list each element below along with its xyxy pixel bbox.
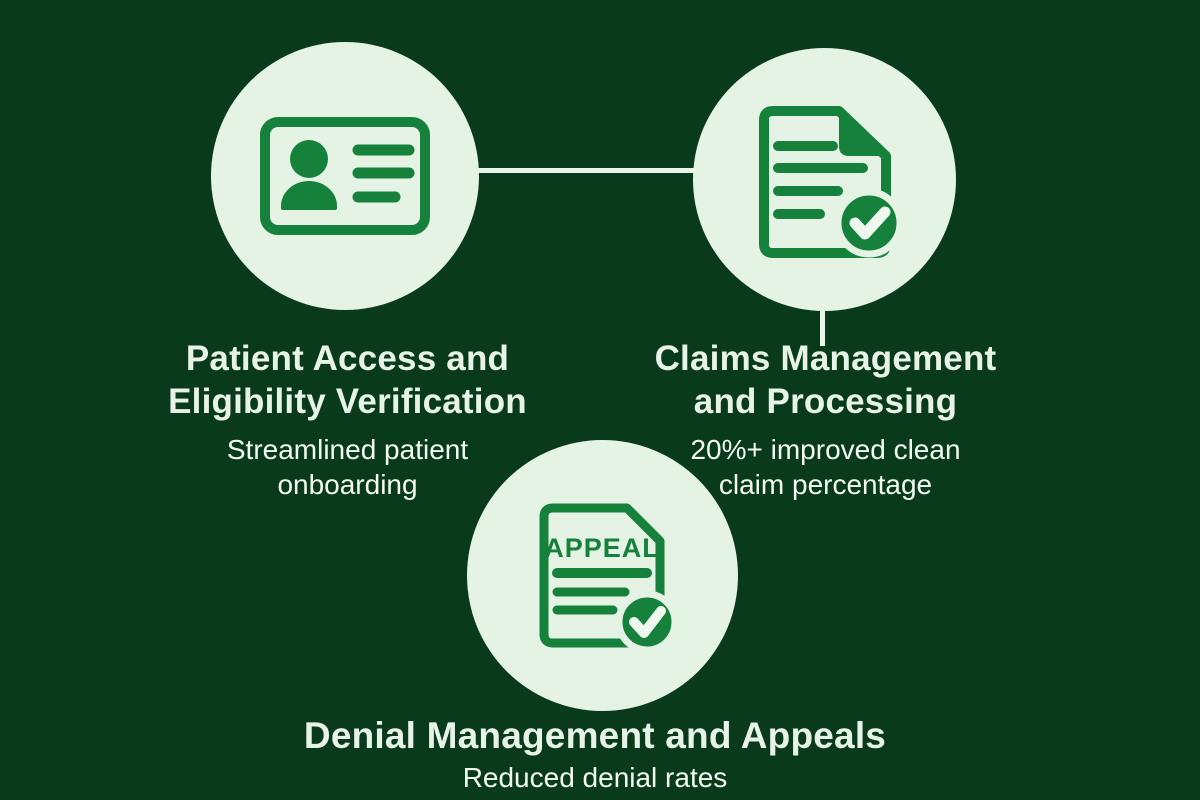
title-line: and Processing [693, 382, 958, 421]
node-text-claims-management: Claims Management and Processing 20%+ im… [618, 337, 1033, 502]
id-card-icon [260, 117, 430, 235]
appeal-label: APPEAL [544, 533, 660, 563]
node-circle-denial-management: APPEAL [467, 440, 738, 711]
document-check-icon [758, 105, 903, 258]
appeal-document-icon: APPEAL [539, 503, 679, 653]
title-line: Denial Management and Appeals [303, 715, 887, 756]
subtitle-line: Reduced denial rates [462, 762, 728, 793]
node-subtitle: 20%+ improved clean claim percentage [618, 432, 1033, 502]
node-title: Claims Management and Processing [618, 337, 1033, 423]
node-text-denial-management: Denial Management and Appeals Reduced de… [240, 714, 950, 795]
node-circle-claims-management [693, 48, 956, 311]
connector-line-vertical [820, 306, 825, 346]
title-line: Claims Management [654, 339, 997, 378]
subtitle-line: Streamlined patient [226, 434, 469, 465]
subtitle-line: 20%+ improved clean [690, 434, 961, 465]
check-mark-icon [629, 605, 666, 638]
node-circle-patient-access [211, 42, 479, 310]
check-mark-icon [849, 206, 890, 239]
node-text-patient-access: Patient Access and Eligibility Verificat… [140, 337, 555, 502]
subtitle-line: onboarding [277, 469, 418, 500]
node-title: Denial Management and Appeals [240, 714, 950, 757]
node-title: Patient Access and Eligibility Verificat… [140, 337, 555, 423]
node-subtitle: Streamlined patient onboarding [140, 432, 555, 502]
node-subtitle: Reduced denial rates [240, 760, 950, 795]
subtitle-line: claim percentage [718, 469, 933, 500]
title-line: Eligibility Verification [168, 382, 527, 421]
connector-line-horizontal [476, 168, 696, 173]
title-line: Patient Access and [185, 339, 510, 378]
